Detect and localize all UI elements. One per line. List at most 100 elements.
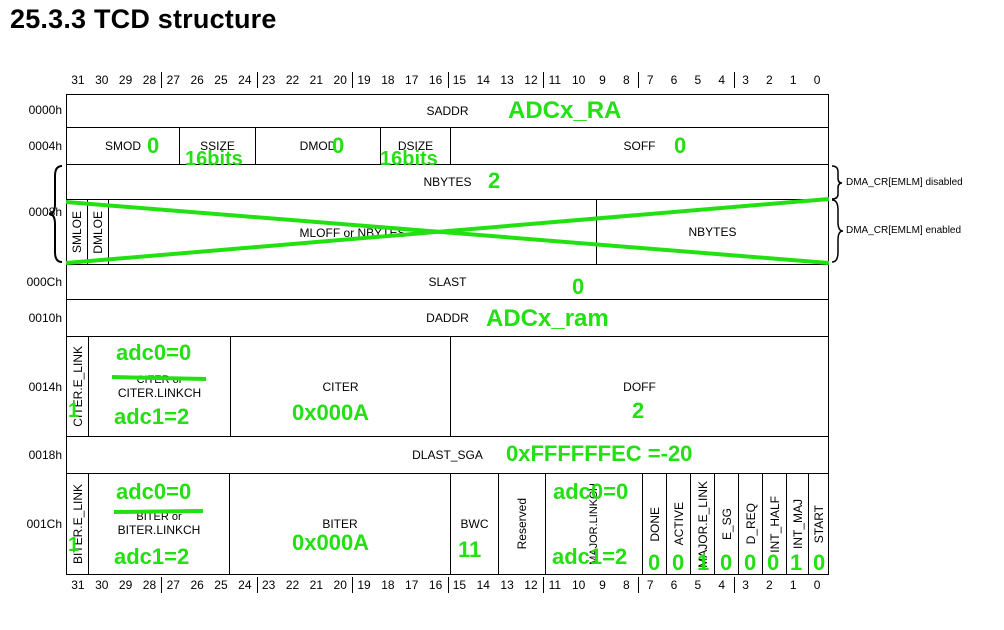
bit-group-separator [352, 577, 354, 593]
bit-number: 17 [405, 578, 419, 592]
bit-number: 0 [813, 578, 821, 592]
field-slast: SLAST [66, 264, 829, 300]
bit-number: 31 [71, 73, 85, 87]
bit-number: 16 [428, 73, 443, 87]
address-0004h: 0004h [28, 139, 62, 153]
bit-number: 9 [599, 578, 606, 592]
bit-number: 5 [694, 73, 702, 87]
bit-number: 25 [214, 578, 228, 592]
bit-number: 2 [766, 73, 773, 87]
bit-number: 23 [261, 578, 276, 592]
field-citer-linkch: CITER or CITER.LINKCH [88, 336, 231, 437]
bit-number: 15 [452, 73, 467, 87]
bit-number: 25 [214, 73, 228, 87]
annotation-bwc: 11 [458, 537, 482, 562]
bit-number: 26 [190, 578, 204, 592]
annotation-citer-adc0: adc0=0 [116, 340, 192, 365]
bit-number: 10 [571, 578, 586, 592]
bit-group-separator [256, 577, 258, 593]
field-dsize: DSIZE [380, 127, 451, 165]
field-ssize: SSIZE [179, 127, 256, 165]
bit-number: 3 [742, 578, 749, 592]
bit-group-separator [161, 577, 163, 593]
bit-number: 20 [333, 578, 347, 592]
annotation-biter-elink: 1 [68, 534, 80, 556]
bit-group-separator [638, 577, 640, 593]
annotation-slast: 0 [572, 274, 585, 299]
bit-group-separator [447, 577, 449, 593]
field-doff: DOFF [450, 336, 829, 437]
annotation-smod: 0 [147, 133, 160, 158]
field-esg: E_SG [714, 473, 739, 575]
bit-number: 11 [548, 578, 562, 592]
bit-group-separator [638, 72, 640, 88]
annotation-citer-adc1: adc1=2 [114, 404, 190, 429]
field-saddr: SADDR [66, 94, 829, 128]
bit-number: 24 [238, 73, 252, 87]
bit-number: 5 [694, 578, 702, 592]
address-0018h: 0018h [28, 448, 62, 462]
bit-number: 22 [285, 578, 300, 592]
field-saddr-label: SADDR [426, 104, 469, 118]
bit-number: 27 [166, 73, 180, 87]
right-brace-bottom [831, 199, 844, 263]
bit-number: 0 [813, 73, 821, 87]
annotation-done: 0 [648, 550, 661, 575]
bit-number: 7 [646, 578, 654, 592]
field-bwc-label: BWC [460, 517, 489, 531]
annotation-daddr: ADCx_ram [486, 305, 609, 332]
bit-number: 21 [309, 73, 324, 87]
bit-number: 16 [428, 578, 443, 592]
left-brace [48, 165, 63, 263]
annotation-soff: 0 [674, 133, 687, 158]
bit-group-separator [542, 72, 544, 88]
field-bwc: BWC [450, 473, 499, 575]
bit-number: 30 [95, 578, 109, 592]
field-major-linkch: MAJOR.LINKCH [545, 473, 643, 575]
bit-number: 2 [766, 578, 773, 592]
field-reserved: Reserved [498, 473, 546, 575]
field-dsize-label: DSIZE [397, 139, 434, 153]
bit-number: 13 [500, 73, 514, 87]
annotation-start: 0 [813, 550, 826, 575]
annotation-dlast: 0xFFFFFFEC =-20 [506, 441, 693, 466]
annotation-major-elink: 1 [697, 550, 710, 575]
field-int-half: INT_HALF [762, 473, 787, 575]
annotation-citer: 0x000A [292, 400, 370, 425]
annotation-dreq: 0 [744, 550, 757, 575]
side-label-disabled: DMA_CR[EMLM] disabled [846, 177, 963, 188]
bit-number: 8 [622, 73, 630, 87]
bit-number: 12 [524, 578, 538, 592]
bit-number: 9 [599, 73, 606, 87]
bit-number: 24 [238, 578, 252, 592]
annotation-dsize: 16bits [380, 148, 438, 170]
bit-number: 21 [309, 578, 324, 592]
address-000Ch: 000Ch [26, 275, 62, 289]
bit-number: 17 [405, 73, 419, 87]
bit-group-separator [733, 72, 735, 88]
annotation-doff: 2 [632, 398, 645, 423]
field-biter-linkch-label-a: BITER or [136, 511, 182, 523]
annotation-int-maj: 1 [790, 550, 803, 575]
annotation-major-adc1: adc1=2 [552, 544, 628, 569]
page-title: 25.3.3 TCD structure [10, 4, 277, 34]
bit-number: 10 [571, 73, 586, 87]
bit-number: 12 [524, 73, 538, 87]
annotation-active: 0 [672, 550, 685, 575]
address-001Ch: 001Ch [26, 517, 62, 531]
bit-number: 27 [166, 578, 180, 592]
field-doff-label: DOFF [623, 379, 656, 394]
annotation-biter-adc1: adc1=2 [114, 544, 190, 569]
cross-line-2 [65, 197, 830, 265]
annotation-major-adc0: adc0=0 [553, 479, 629, 504]
bit-number: 4 [718, 73, 726, 87]
bit-number: 29 [118, 578, 133, 592]
bit-number: 15 [452, 578, 467, 592]
bit-number: 11 [548, 73, 562, 87]
bit-number: 23 [261, 73, 276, 87]
bit-number: 14 [476, 578, 490, 592]
field-dmod-label: DMOD [299, 139, 337, 153]
side-label-enabled: DMA_CR[EMLM] enabled [846, 225, 962, 236]
right-brace-top [831, 165, 843, 200]
